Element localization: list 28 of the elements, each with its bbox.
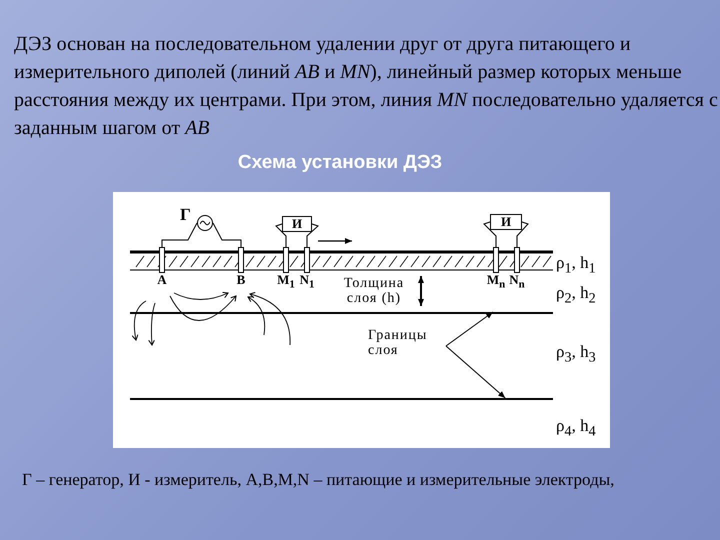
layer-boundary-line — [130, 312, 553, 314]
leader-line — [446, 312, 494, 346]
dimension-label: Толщина слоя (h) — [342, 276, 406, 306]
connecting-wire — [162, 222, 198, 248]
electrode-label: B — [236, 272, 246, 288]
layer-boundary-line — [130, 398, 553, 400]
layer-parameter-label: ρ$_{1}$, h$_{1}$ — [556, 253, 596, 278]
electrode-label: N$_{n}$ — [508, 272, 526, 291]
electrode-label: A — [156, 272, 168, 288]
electrode-label: N$_{1}$ — [298, 272, 316, 291]
boundary-label: Границы слоя — [368, 328, 446, 358]
electrode-label: M$_{1}$ — [276, 272, 296, 291]
generator-label: Г — [180, 205, 191, 225]
connecting-wire — [212, 222, 242, 248]
electrode-label: M$_{n}$ — [486, 272, 506, 291]
meter-box: И — [282, 216, 312, 232]
connecting-wire — [483, 222, 496, 248]
connecting-wire — [516, 222, 529, 248]
leader-line — [446, 346, 506, 398]
layer-parameter-label: ρ$_{2}$, h$_{2}$ — [556, 283, 596, 308]
layer-parameter-label: ρ$_{3}$, h$_{3}$ — [556, 342, 596, 366]
connecting-wire — [306, 224, 319, 248]
diagram-title: Схема установки ДЭЗ — [238, 152, 442, 173]
legend-caption: Г – генератор, И - измеритель, A,B,M,N – питающие и измерительные электроды, — [22, 469, 616, 491]
connecting-wire — [275, 224, 286, 248]
layer-parameter-label: ρ$_{4}$, h$_{4}$ — [556, 416, 596, 440]
description-paragraph: ДЭЗ основан на последовательном удалении друг от друга питающего и измерительного диполей (линий AB и MN), линейный размер которых меньше расстояния между их центрами. При этом, линия MN последовательно удаляется с заданным шагом от AB — [14, 32, 719, 141]
meter-box: И — [490, 214, 522, 230]
